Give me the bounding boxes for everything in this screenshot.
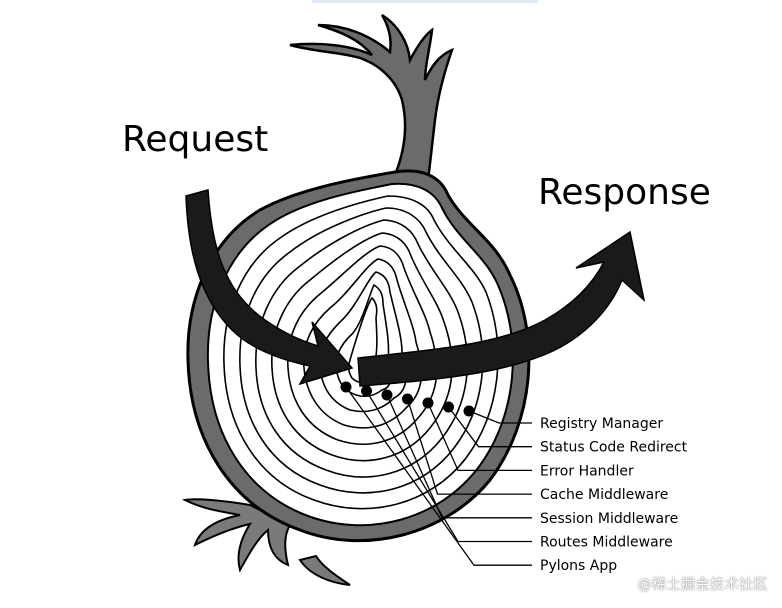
layer-label: Status Code Redirect — [540, 440, 688, 456]
layer-label: Registry Manager — [540, 416, 663, 432]
layer-dot — [340, 381, 352, 393]
layer-label: Error Handler — [540, 463, 634, 479]
layer-dot — [361, 385, 372, 397]
onion-flesh — [206, 182, 514, 527]
layer-leader-line — [365, 390, 532, 543]
layer-leader-line — [427, 402, 532, 472]
onion-roots — [181, 498, 351, 586]
layer-leader-line — [386, 394, 532, 519]
layer-label: Cache Middleware — [540, 487, 668, 503]
layer-dot — [381, 389, 393, 401]
top-bar — [312, 0, 538, 3]
response-arrow — [357, 230, 646, 387]
layer-label: Session Middleware — [540, 511, 678, 527]
layer-label: Routes Middleware — [540, 535, 673, 551]
layer-leader-line — [406, 398, 532, 495]
layer-dot — [422, 397, 434, 409]
layer-leader-line — [468, 410, 532, 424]
layer-leader-line — [447, 406, 532, 448]
request-label: Request — [122, 119, 268, 160]
layer-label: Pylons App — [540, 558, 617, 574]
request-arrow — [185, 189, 354, 386]
onion-rings — [223, 195, 499, 510]
layer-dot — [402, 393, 413, 405]
layer-leader-line — [345, 386, 532, 566]
onion-stem — [289, 13, 455, 182]
watermark: @稀土掘金技术社区 — [637, 577, 768, 593]
layer-dot — [463, 405, 475, 417]
response-label: Response — [538, 172, 711, 213]
layer-dot — [443, 401, 454, 413]
layer-leader-lines — [340, 381, 532, 566]
